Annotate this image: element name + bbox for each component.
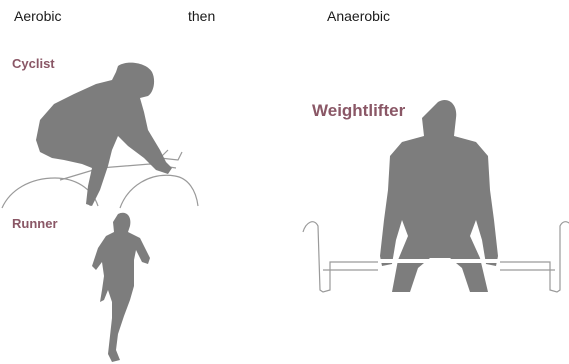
weightlifter-illustration (303, 100, 569, 292)
runner-silhouette (92, 213, 150, 362)
barbell-bar (380, 259, 498, 263)
cyclist-illustration (2, 63, 198, 208)
cyclist-silhouette (36, 63, 172, 206)
